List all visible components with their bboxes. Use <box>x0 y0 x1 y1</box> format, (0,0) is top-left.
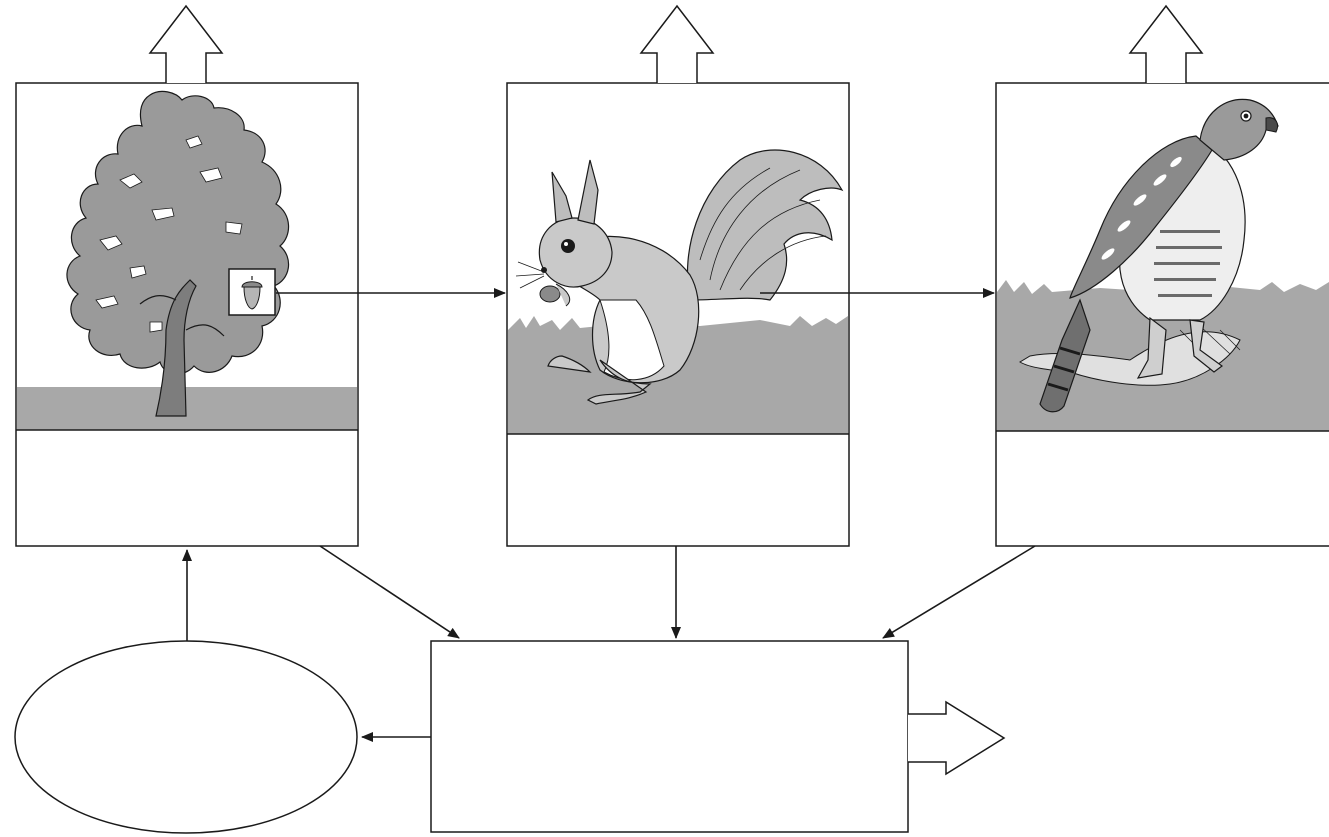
producer-ground <box>17 387 357 430</box>
nutrient-pool <box>14 640 358 834</box>
hawk-wing-spots <box>1101 156 1182 260</box>
squirrel-hind-leg <box>586 359 652 405</box>
secondary-consumer-energy-loss-arrow <box>1128 4 1204 83</box>
squirrel-tail-fur <box>699 167 827 291</box>
squirrel-whiskers <box>515 261 545 289</box>
squirrel-eye <box>561 239 575 253</box>
hawk-illustration <box>1019 98 1279 413</box>
secondary-to-decomposer-arrow <box>882 545 1036 639</box>
decomposer-energy-loss-arrow <box>908 700 1006 776</box>
squirrel-illustration <box>515 149 844 405</box>
tree-crown-gaps <box>95 135 255 333</box>
secondary-consumer-panel <box>995 82 1329 547</box>
acorn-icon <box>241 276 263 310</box>
producer-energy-loss-arrow <box>148 4 224 83</box>
tree-trunk <box>155 279 197 417</box>
decomposer-box-frame <box>430 640 909 833</box>
squirrel-ear-left <box>551 171 573 223</box>
producer-to-decomposer-arrow <box>319 545 460 639</box>
squirrel-ear-right <box>577 159 599 225</box>
primary-consumer-panel <box>506 82 850 547</box>
flow-arrows <box>182 288 1036 742</box>
producer-panel <box>15 82 359 547</box>
primary-consumer-energy-loss-arrow <box>639 4 715 83</box>
hawk-breast-barring <box>1154 230 1222 297</box>
hawk-legs <box>1136 316 1224 379</box>
hawk-tail-bands <box>1047 346 1081 392</box>
squirrel-head <box>538 217 613 288</box>
energy-loss-arrows <box>148 4 1204 83</box>
nutrient-pool-ellipse <box>14 640 358 834</box>
decomposer-box <box>430 640 909 833</box>
hawk-head <box>1199 98 1279 161</box>
acorn-inset <box>228 268 276 316</box>
